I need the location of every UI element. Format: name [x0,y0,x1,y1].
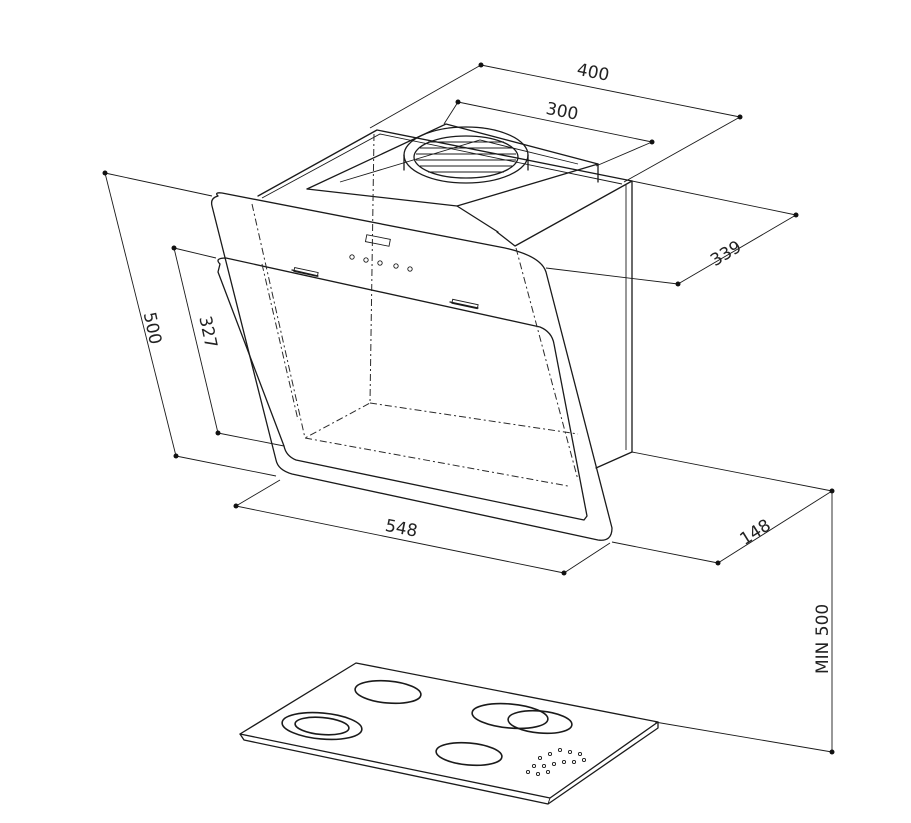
dim-500-label: 500 [139,310,165,346]
burner-front-left-outer [281,711,363,741]
hob-control-dots [525,747,587,777]
dim-148-label: 148 [736,516,774,550]
dimension-148: 148 [611,451,835,566]
hood-rear-box [257,129,633,469]
dimension-min-500: MIN 500 [654,491,835,755]
hob [239,662,659,805]
burner-front-right [435,741,503,767]
dimension-548: 548 [233,479,611,576]
motor-housing [306,123,599,233]
dim-min-500-label: MIN 500 [813,604,833,674]
burner-back-right-inner [507,709,573,735]
dim-400-label: 400 [575,60,611,86]
dimension-339: 339 [545,180,799,287]
dim-327-label: 327 [194,314,220,350]
dimension-327: 327 [171,245,285,447]
burner-back-right-outer [471,702,549,730]
dim-548-label: 548 [383,516,419,542]
control-panel [349,234,413,272]
glass-panel [217,257,588,521]
dimension-500: 500 [102,170,277,477]
dimension-300: 300 [443,99,655,167]
front-panel [210,192,613,541]
burner-back-left [354,679,422,705]
hob-burners [281,679,573,767]
dimension-400: 400 [369,60,743,183]
burner-front-left-inner [294,716,350,736]
hidden-inner-frame [251,133,579,487]
exhaust-outlet [403,126,529,184]
dim-339-label: 339 [707,237,745,271]
